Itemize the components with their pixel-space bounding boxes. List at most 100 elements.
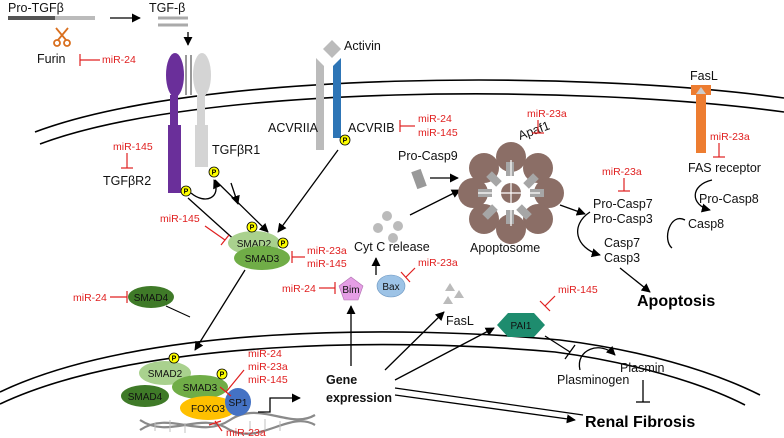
fas-receptor-label: FAS receptor bbox=[688, 161, 761, 175]
cytochrome-c-dots bbox=[373, 211, 403, 243]
mir-bax: miR-23a bbox=[418, 257, 458, 269]
phospho-badge: P bbox=[180, 185, 192, 197]
pro-casp9-label: Pro-Casp9 bbox=[398, 149, 458, 163]
svg-text:FOXO3: FOXO3 bbox=[191, 404, 225, 415]
casp7-label: Casp7 bbox=[604, 236, 640, 250]
tgfb: TGF-β bbox=[149, 1, 188, 27]
activin-label: Activin bbox=[344, 39, 381, 53]
svg-text:SMAD2: SMAD2 bbox=[237, 239, 272, 250]
tgfbr1-label: TGFβR1 bbox=[212, 143, 260, 157]
pro-casp9-shape bbox=[411, 168, 427, 190]
furin-label: Furin bbox=[37, 52, 66, 66]
arrow-fas-casp8 bbox=[694, 179, 713, 213]
fasl-triangles bbox=[443, 283, 464, 304]
arrow-transcription bbox=[258, 393, 301, 413]
svg-text:SMAD3: SMAD3 bbox=[245, 254, 280, 265]
casp3-label: Casp3 bbox=[604, 251, 640, 265]
mir-casp: miR-23a bbox=[602, 166, 642, 178]
acvriia-receptor bbox=[316, 58, 324, 150]
arrow-smad-to-nucleus bbox=[194, 269, 246, 351]
mir-smad3-2: miR-145 bbox=[307, 258, 347, 270]
expression-label: expression bbox=[326, 391, 392, 405]
tgfbr2-receptor bbox=[166, 53, 192, 193]
pai1-node: PAI1 bbox=[497, 313, 545, 337]
mir-nuc-3: miR-145 bbox=[248, 374, 288, 386]
arrow-tgfbr1-smad bbox=[214, 179, 269, 233]
arrow-procasp-casp bbox=[577, 211, 601, 258]
pro-casp8-label: Pro-Casp8 bbox=[699, 192, 759, 206]
fasl-top-label: FasL bbox=[690, 69, 718, 83]
mir-acvrib-2: miR-145 bbox=[418, 127, 458, 139]
arrow-tgfbr1-smad3 bbox=[230, 182, 240, 205]
svg-text:P: P bbox=[172, 356, 177, 363]
svg-text:SP1: SP1 bbox=[229, 398, 248, 409]
gene-label: Gene bbox=[326, 373, 357, 387]
mir-apaf1: miR-23a bbox=[527, 108, 567, 120]
arrow-ge-fibrosis-2 bbox=[394, 387, 584, 416]
apaf1-label: Apaf1 bbox=[516, 118, 552, 142]
cell-membrane bbox=[34, 79, 784, 145]
phospho-badge: P bbox=[168, 352, 180, 364]
foxo3-node: FOXO3 bbox=[180, 396, 236, 420]
svg-text:P: P bbox=[343, 138, 348, 145]
apoptosis-label: Apoptosis bbox=[637, 293, 715, 310]
nuclear-smad2-node: SMAD2 bbox=[139, 361, 191, 385]
mir-smad4: miR-24 bbox=[73, 292, 107, 304]
arrow-apoptosome-casp bbox=[559, 204, 586, 216]
nuclear-membrane bbox=[0, 331, 761, 406]
svg-text:SMAD4: SMAD4 bbox=[128, 392, 163, 403]
pro-casp7-label: Pro-Casp7 bbox=[593, 197, 653, 211]
mir-foxo3: miR-23a bbox=[226, 427, 266, 438]
arrow-cytc-apoptosome bbox=[409, 189, 461, 216]
phospho-badge: P bbox=[208, 166, 220, 178]
mir-furin: miR-24 bbox=[102, 54, 136, 66]
svg-text:P: P bbox=[220, 372, 225, 379]
svg-text:Bax: Bax bbox=[382, 282, 399, 293]
svg-text:SMAD4: SMAD4 bbox=[134, 293, 169, 304]
mir-acvrib-1: miR-24 bbox=[418, 113, 452, 125]
cyt-c-label: Cyt C release bbox=[354, 240, 430, 254]
fasl-label: FasL bbox=[446, 314, 474, 328]
pro-casp3-label: Pro-Casp3 bbox=[593, 212, 653, 226]
arrow-phosphorylation bbox=[190, 179, 222, 200]
acvriia-label: ACVRIIA bbox=[268, 121, 319, 135]
apoptosome-complex bbox=[458, 142, 564, 244]
mir-pai1: miR-145 bbox=[558, 284, 598, 296]
scissors-icon bbox=[53, 27, 71, 47]
mir-nuc-1: miR-24 bbox=[248, 348, 282, 360]
tgfbr1-receptor bbox=[193, 53, 211, 167]
casp8-label: Casp8 bbox=[688, 217, 724, 231]
smad3-node: SMAD3 bbox=[234, 246, 290, 270]
arrow-casp8-casp bbox=[667, 217, 686, 249]
nuclear-smad4-node: SMAD4 bbox=[121, 385, 169, 407]
arrow-acvrib-smad bbox=[277, 149, 339, 233]
dna-helix bbox=[139, 411, 316, 435]
bim-node: Bim bbox=[338, 276, 364, 301]
acvrib-label: ACVRIB bbox=[348, 121, 395, 135]
svg-text:PAI1: PAI1 bbox=[511, 321, 532, 332]
plasmin-label: Plasmin bbox=[620, 361, 665, 375]
renal-fibrosis-label: Renal Fibrosis bbox=[585, 414, 695, 431]
svg-text:SMAD2: SMAD2 bbox=[148, 369, 183, 380]
bax-node: Bax bbox=[376, 274, 406, 298]
arrow-ge-fasl bbox=[384, 311, 445, 371]
apoptosome-label: Apoptosome bbox=[470, 241, 540, 255]
link-smad4 bbox=[165, 305, 191, 318]
smad4-node: SMAD4 bbox=[128, 286, 174, 308]
arrow-ge-fibrosis bbox=[394, 394, 576, 424]
svg-text:P: P bbox=[184, 189, 189, 196]
arrow-ge-pai1 bbox=[394, 327, 495, 381]
activin: Activin bbox=[323, 39, 381, 58]
mir-smad2: miR-145 bbox=[160, 213, 200, 225]
inhibit-pai1-plasmin bbox=[544, 335, 571, 353]
svg-text:P: P bbox=[281, 241, 286, 248]
dna-rungs bbox=[154, 419, 281, 433]
svg-text:SMAD3: SMAD3 bbox=[183, 383, 218, 394]
arrow-casp-apoptosis bbox=[619, 267, 651, 293]
mir-nuc-2: miR-23a bbox=[248, 361, 288, 373]
svg-text:P: P bbox=[212, 170, 217, 177]
svg-text:Bim: Bim bbox=[342, 285, 359, 296]
mir-tgfbr2: miR-145 bbox=[113, 141, 153, 153]
phospho-badge: P bbox=[277, 237, 289, 249]
